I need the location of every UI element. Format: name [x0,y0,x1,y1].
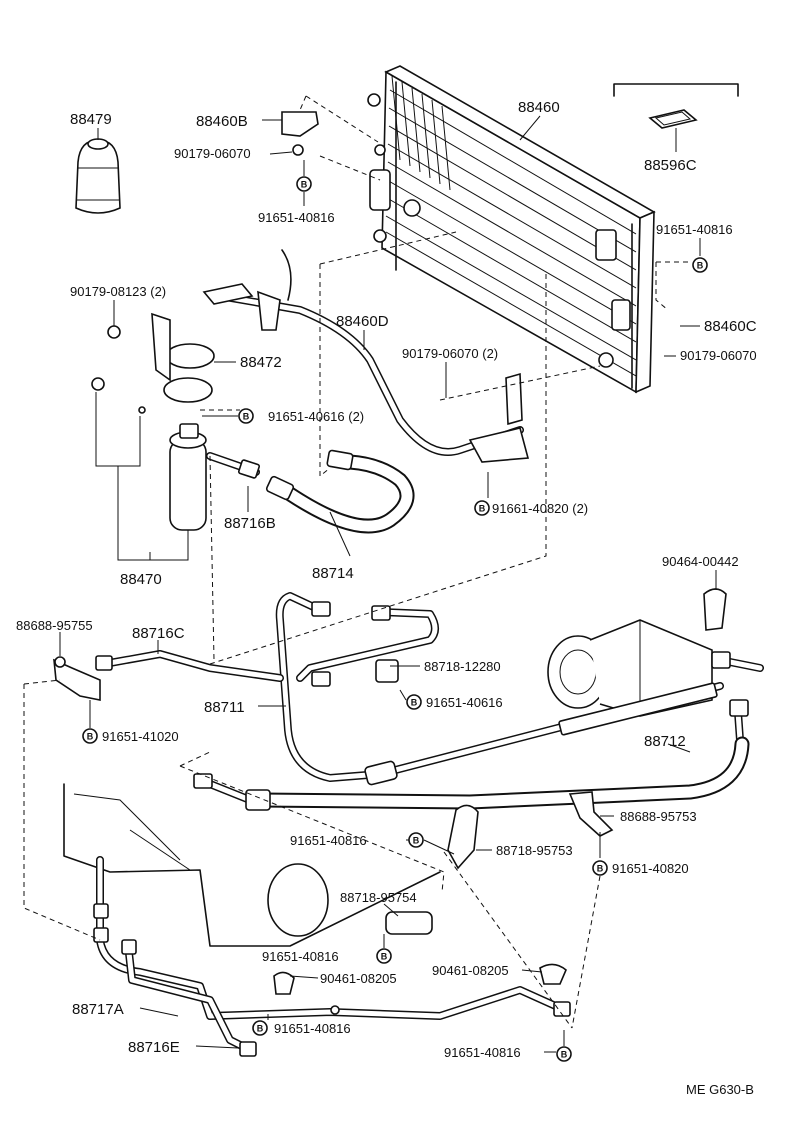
label-91651-40816: 91651-40816 [290,833,367,848]
label-88718-95754: 88718-95754 [340,890,417,905]
pipe-88716E [121,939,257,1057]
bolt-marker: B [556,1046,572,1062]
label-88688-95753: 88688-95753 [620,809,697,824]
label-88460B: 88460B [196,113,248,130]
bolt-marker: B [592,860,608,876]
label-91651-40816: 91651-40816 [258,210,335,225]
pipe-88716C [53,650,284,701]
label-91651-40816: 91651-40816 [656,222,733,237]
bolt-marker: B [238,408,254,424]
bracket-88688-95753 [568,791,614,837]
label-88460D: 88460D [336,313,389,330]
label-88688-95755: 88688-95755 [16,618,93,633]
bolt-marker: B [82,728,98,744]
label-88470: 88470 [120,571,162,588]
svg-text:B: B [381,952,388,962]
label-88714: 88714 [312,565,354,582]
bolt-marker: B [252,1020,268,1036]
compressor [547,619,713,717]
bracket-88460B [281,111,319,156]
condenser-88460 [381,65,656,394]
label-90461-08205: 90461-08205 [432,963,509,978]
label-90179-06070: 90179-06070 (2) [402,346,498,361]
dashed-guides [23,95,690,1029]
label-90179-08123: 90179-08123 (2) [70,284,166,299]
label-88718-95753: 88718-95753 [496,843,573,858]
label-88716B: 88716B [224,515,276,532]
diagram-code: ME G630-B [686,1082,754,1097]
label-90464-00442: 90464-00442 [662,554,739,569]
bolt-marker: B [474,500,490,516]
bolt-marker: B [406,694,422,710]
label-88472: 88472 [240,354,282,371]
bolt-marker: B [408,832,424,848]
svg-text:B: B [413,836,420,846]
receiver-88470 [91,377,207,561]
engine-block [63,783,441,947]
bolt-marker: B [376,948,392,964]
label-88718-12280: 88718-12280 [424,659,501,674]
label-90179-06070: 90179-06070 [174,146,251,161]
svg-text:B: B [411,698,418,708]
clamps-90461-08205 [273,963,567,1015]
clip-90464-00442 [703,588,727,631]
label-88716E: 88716E [128,1039,180,1056]
bolt-marker: B [692,257,708,273]
label-90179-06070: 90179-06070 [680,348,757,363]
hose-88714 [206,449,415,534]
label-91651-40816: 91651-40816 [274,1021,351,1036]
svg-text:B: B [697,261,704,271]
svg-text:B: B [301,180,308,190]
label-91661-40820: 91661-40820 (2) [492,501,588,516]
bracket-88596C [613,83,739,129]
pipe-88460D [202,249,530,463]
label-88712: 88712 [644,733,686,750]
bolt-markers: B B B B B B B B B B B [82,176,708,1062]
clamp-88718-12280 [375,659,399,683]
svg-text:B: B [257,1024,264,1034]
svg-text:B: B [479,504,486,514]
label-91651-40816: 91651-40816 [262,949,339,964]
label-91651-40816: 91651-40816 [444,1045,521,1060]
label-91651-40616: 91651-40616 [426,695,503,710]
label-91651-40820: 91651-40820 [612,861,689,876]
label-91651-40616: 91651-40616 (2) [268,409,364,424]
label-88460C: 88460C [704,318,757,335]
svg-text:B: B [561,1050,568,1060]
condenser-fittings [367,93,631,368]
cap-88479 [75,138,121,214]
clamp-88718-95753 [447,804,479,870]
leader-lines [59,115,717,1053]
bolt-marker: B [296,176,312,192]
label-88479: 88479 [70,111,112,128]
label-88596C: 88596C [644,157,697,174]
svg-text:B: B [243,412,250,422]
svg-text:B: B [87,732,94,742]
clamp-88718-95754 [385,911,433,935]
svg-text:B: B [597,864,604,874]
part-labels: 88479 88460B 90179-06070 91651-40816 884… [16,99,757,1097]
label-88711: 88711 [204,699,245,716]
label-91651-41020: 91651-41020 [102,729,179,744]
bracket-88472 [107,312,215,403]
label-88460: 88460 [518,99,560,116]
label-90461-08205: 90461-08205 [320,971,397,986]
label-88716C: 88716C [132,625,185,642]
pipe-88711 [275,592,724,786]
label-88717A: 88717A [72,1001,124,1018]
